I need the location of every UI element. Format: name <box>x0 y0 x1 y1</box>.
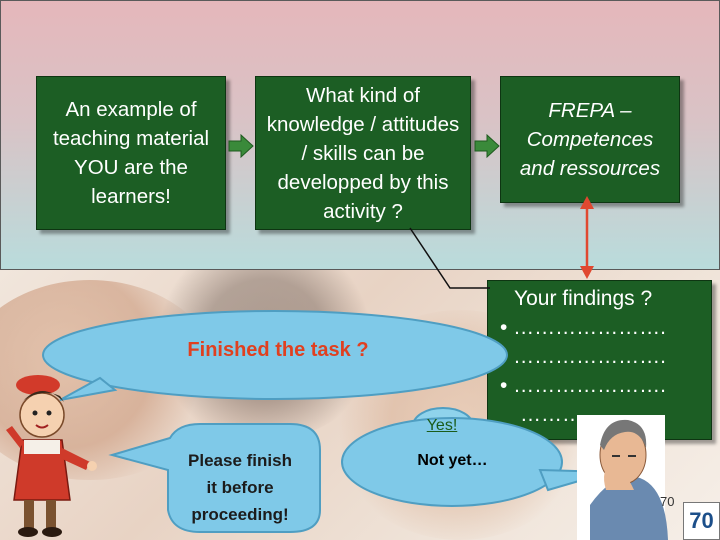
thinking-man-illustration <box>577 415 668 540</box>
frepa-text: FREPA – Competences and ressources <box>519 99 661 180</box>
findings-title: Your findings ? <box>514 287 653 310</box>
findings-box[interactable]: Your findings ? • …………………. • …………………. • … <box>487 280 712 440</box>
finished-bubble <box>42 310 508 401</box>
yes-link[interactable]: Yes! <box>426 417 458 434</box>
not-yet-bubble <box>341 417 611 507</box>
teaching-material-box[interactable]: An example of teaching material YOU are … <box>36 76 226 230</box>
frepa-box[interactable]: FREPA – Competences and ressources <box>500 76 680 203</box>
double-arrow-vertical-icon <box>580 196 594 279</box>
not-yet-text[interactable]: Not yet… <box>417 452 488 469</box>
knowledge-question-box[interactable]: What kind of knowledge / attitudes / ski… <box>255 76 471 230</box>
please-finish-bubble <box>108 423 321 533</box>
findings-item: • …………………. <box>500 316 667 339</box>
please-finish-line: proceeding! <box>191 505 289 524</box>
page-number: 70 <box>689 508 714 533</box>
page-number-box: 70 <box>683 502 720 540</box>
teaching-material-text: An example of teaching material YOU are … <box>52 98 210 208</box>
please-finish-text: Please finish it before proceeding! <box>170 447 310 528</box>
page-number-small: 70 <box>660 494 675 509</box>
knowledge-question-text: What kind of knowledge / attitudes / ski… <box>266 83 460 223</box>
arrow-right-icon <box>474 134 500 158</box>
please-finish-line: Please finish <box>188 451 292 470</box>
arrow-right-icon <box>228 134 254 158</box>
connector-line <box>409 227 490 289</box>
cartoon-girl-illustration <box>6 375 97 537</box>
findings-item: • …………………. <box>500 374 667 397</box>
please-finish-line: it before <box>206 478 274 497</box>
findings-item: • …………………. <box>500 345 667 368</box>
finished-task-question: Finished the task ? <box>187 339 369 361</box>
